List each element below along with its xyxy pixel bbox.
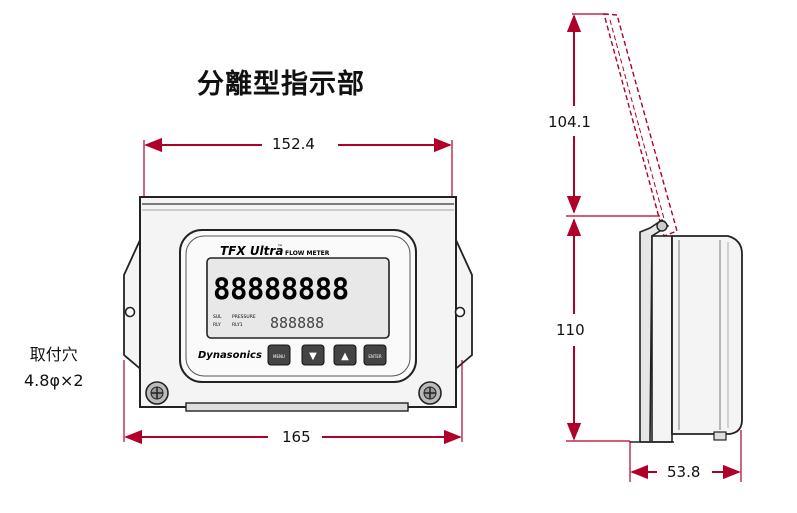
dimension-label-depth: 53.8	[667, 463, 701, 481]
side-housing	[630, 218, 743, 443]
brand-text: TFX Ultra	[220, 244, 283, 258]
mounting-hole-spec: 4.8φ×2	[24, 371, 84, 390]
manufacturer-logo: Dynasonics	[198, 350, 262, 361]
mounting-hole-label: 取付穴	[29, 345, 78, 364]
trademark-text: ™	[277, 244, 283, 251]
page-title: 分離型指示部	[197, 69, 365, 100]
dimension-top-width	[143, 137, 453, 198]
label-relay: RLY	[213, 322, 221, 328]
up-button[interactable]: ▲	[333, 344, 357, 366]
device-subtitle: FLOW METER	[285, 250, 330, 257]
enter-button-label: ENTER	[368, 354, 381, 359]
dimension-depth	[629, 430, 742, 482]
enter-button[interactable]: ENTER	[363, 344, 387, 366]
secondary-digits: 888888	[270, 314, 324, 332]
up-arrow-icon: ▲	[341, 351, 349, 362]
mounting-hole-left	[124, 306, 136, 318]
label-relay-1: RLY1	[232, 322, 243, 328]
label-pressure: PRESSURE	[232, 314, 256, 320]
screw-left	[145, 381, 169, 405]
dimension-bottom-width	[123, 360, 463, 445]
mounting-hole-note: 取付穴 4.8φ×2	[24, 342, 84, 394]
dimension-side-height	[566, 215, 660, 442]
menu-button[interactable]: MENU	[267, 344, 291, 366]
dimension-label-lift-height: 104.1	[548, 113, 591, 131]
main-digits: 88888888	[213, 272, 349, 306]
dimension-label-top-width: 152.4	[272, 135, 315, 153]
open-lid-outline	[603, 13, 678, 237]
lcd-display	[206, 257, 390, 339]
dimension-label-bottom-width: 165	[282, 428, 311, 446]
screw-right	[418, 381, 442, 405]
mounting-hole-right	[454, 306, 466, 318]
dimension-lift-height	[566, 13, 608, 214]
dimension-label-side-height: 110	[556, 321, 585, 339]
down-arrow-icon: ▼	[309, 351, 317, 362]
label-sul: SUL	[213, 314, 222, 320]
down-button[interactable]: ▼	[301, 344, 325, 366]
menu-button-label: MENU	[273, 354, 285, 359]
